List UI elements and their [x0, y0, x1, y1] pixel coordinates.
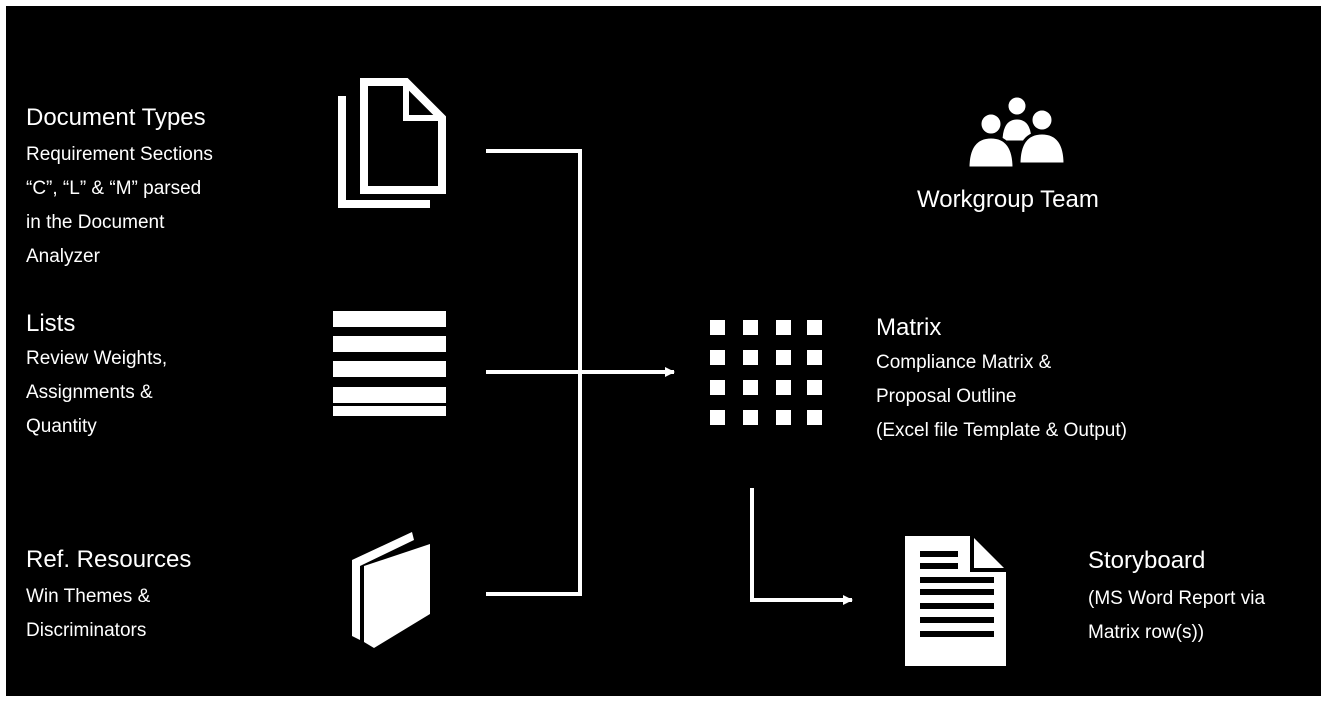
- storyboard-description: (MS Word Report via Matrix row(s)): [1088, 582, 1265, 650]
- ref-resources-line: Discriminators: [26, 620, 147, 641]
- ref-resources-description: Win Themes & Discriminators: [26, 580, 150, 648]
- lists-title: Lists: [26, 310, 76, 337]
- matrix-description: Compliance Matrix & Proposal Outline (Ex…: [876, 346, 1127, 448]
- team-label: Workgroup Team: [917, 186, 1099, 213]
- storyboard-line: Matrix row(s)): [1088, 622, 1205, 643]
- connector-lines: [486, 149, 853, 605]
- diagram-background: [6, 6, 1321, 696]
- document-types-line: Requirement Sections: [26, 144, 213, 165]
- ref-resources-line: Win Themes &: [26, 586, 151, 607]
- lists-description: Review Weights, Assignments & Quantity: [26, 342, 167, 444]
- team-icon: [966, 94, 1067, 170]
- matrix-title: Matrix: [876, 314, 942, 341]
- matrix-line: Proposal Outline: [876, 386, 1017, 407]
- lists-line: Quantity: [26, 416, 97, 437]
- document-types-description: Requirement Sections “C”, “L” & “M” pars…: [26, 138, 213, 274]
- book-icon: [352, 532, 430, 648]
- lists-line: Assignments &: [26, 382, 153, 403]
- document-types-line: “C”, “L” & “M” parsed: [26, 178, 202, 199]
- storyboard-title: Storyboard: [1088, 547, 1206, 574]
- ref-resources-title: Ref. Resources: [26, 546, 192, 573]
- document-types-title: Document Types: [26, 104, 206, 131]
- document-types-line: Analyzer: [26, 246, 100, 267]
- lists-line: Review Weights,: [26, 348, 168, 369]
- list-icon: [333, 311, 446, 416]
- document-types-line: in the Document: [26, 212, 165, 233]
- matrix-line: (Excel file Template & Output): [876, 420, 1127, 441]
- grid-icon: [710, 320, 822, 425]
- report-icon: [905, 536, 1006, 666]
- documents-icon: [338, 78, 446, 208]
- storyboard-line: (MS Word Report via: [1088, 588, 1266, 609]
- matrix-line: Compliance Matrix &: [876, 352, 1052, 373]
